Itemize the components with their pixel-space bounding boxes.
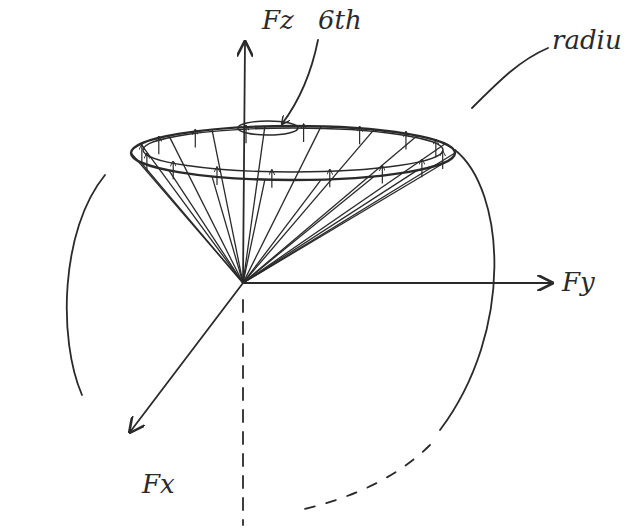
force-vector [303, 124, 304, 142]
axis-label: Fx [142, 470, 175, 499]
cone-generators [131, 126, 455, 283]
negative-z-axis [242, 300, 244, 525]
force-vector [158, 136, 159, 154]
cone-generator [243, 144, 445, 283]
force-vector [141, 145, 142, 163]
sixth-vector-mark [238, 121, 298, 135]
cone-rim-inner [143, 128, 443, 172]
leader-line [472, 48, 548, 108]
sphere-outline [440, 150, 494, 430]
force-vector [421, 159, 422, 177]
cone-generator [243, 136, 417, 283]
callout-label: radiu [552, 26, 622, 55]
axis-label: Fz [262, 6, 294, 35]
fy-axis [243, 282, 552, 284]
force-vector [271, 170, 272, 188]
force-vector [329, 169, 330, 187]
force-vectors [142, 124, 443, 188]
force-vector [146, 153, 147, 171]
force-vector [405, 132, 406, 150]
cone-rim [131, 126, 455, 180]
axis-label: Fy [562, 268, 595, 297]
cone-generator [243, 126, 265, 283]
force-vector [216, 167, 217, 185]
force-vector [382, 166, 383, 184]
force-vector [195, 129, 196, 147]
force-vector [359, 126, 360, 144]
sphere-outline-hidden [300, 445, 430, 510]
force-vector [442, 151, 443, 169]
cone-generator [169, 136, 243, 283]
cone-generator [212, 130, 243, 283]
leader-line [282, 40, 318, 124]
fz-axis [243, 42, 245, 283]
cone-generator [141, 144, 243, 283]
callout-label: 6th [318, 6, 362, 35]
force-vector [245, 125, 246, 143]
force-vector [435, 139, 436, 157]
force-vector [173, 161, 174, 179]
fx-axis [130, 283, 243, 432]
sphere-outline [67, 175, 105, 395]
